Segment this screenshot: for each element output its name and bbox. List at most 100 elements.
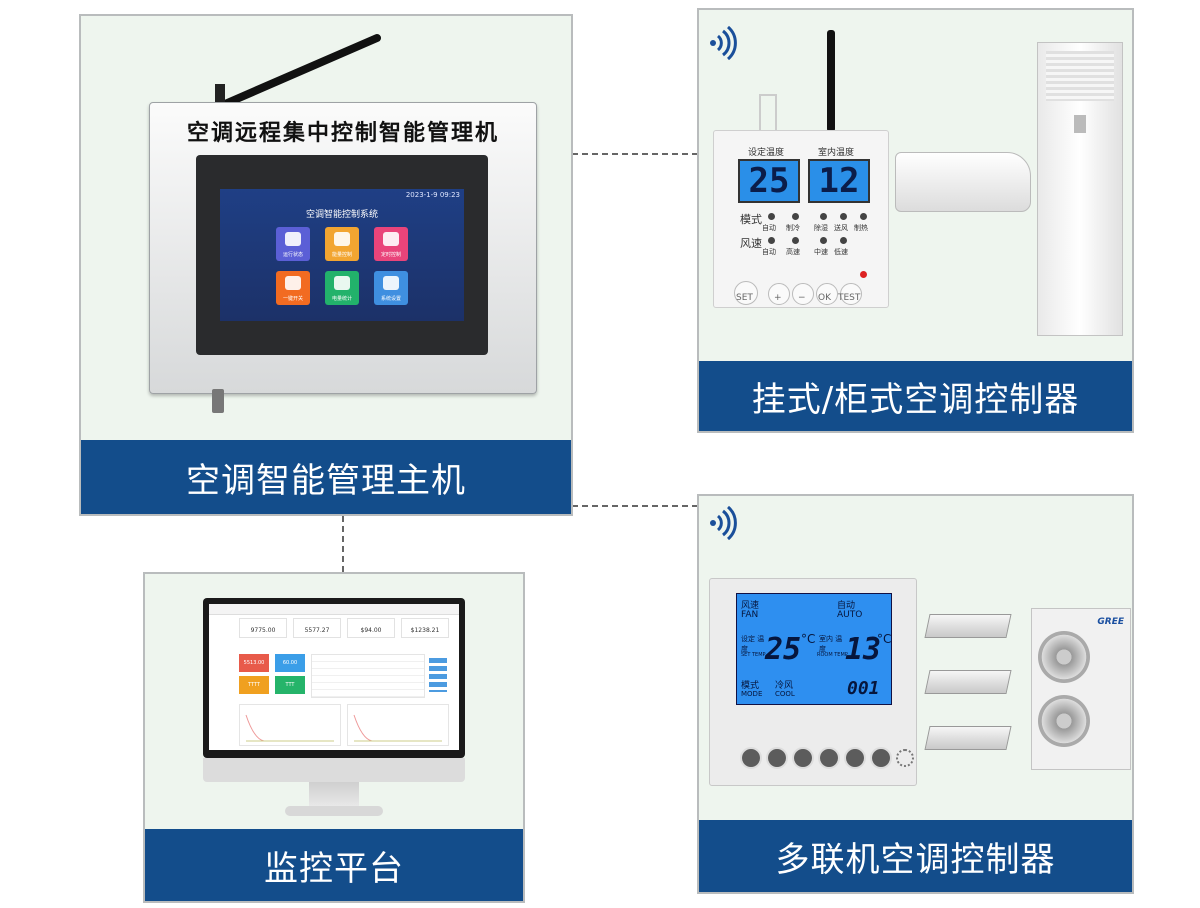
ok-button-label: OK bbox=[818, 293, 831, 303]
test-button-label: TEST bbox=[838, 293, 861, 303]
bar-chart-icon bbox=[334, 276, 350, 290]
room-temp-unit: °C bbox=[877, 632, 892, 646]
plus-button-label: + bbox=[774, 293, 782, 303]
tile-timer[interactable]: 定时控制 bbox=[374, 227, 408, 261]
fan-label-en: FAN bbox=[741, 610, 759, 620]
alarm-clock-icon bbox=[383, 232, 399, 246]
vrf-lcd: 风速 FAN 自动 AUTO 设定 温度 SET TEMP 25 °C 室内 温… bbox=[736, 593, 892, 705]
brand-logo: GREE bbox=[1097, 617, 1124, 627]
host-screen[interactable]: 2023-1-9 09:23 空调智能控制系统 运行状态 能量控制 定时控制 一… bbox=[220, 189, 464, 321]
host-device: 空调远程集中控制智能管理机 2023-1-9 09:23 空调智能控制系统 运行… bbox=[149, 102, 537, 413]
kpi-card: 9775.00 bbox=[239, 618, 287, 638]
monitor-screen[interactable]: 9775.00 5577.27 $94.00 $1238.21 5513.00 … bbox=[209, 604, 459, 750]
connector-host-wall bbox=[572, 153, 698, 155]
set-temp-label: 设定温度 bbox=[748, 148, 785, 158]
up-button[interactable] bbox=[766, 747, 788, 769]
kpi-card: $94.00 bbox=[347, 618, 395, 638]
room-temp-label: 室内温度 bbox=[818, 148, 855, 158]
vrf-controller-card: 风速 FAN 自动 AUTO 设定 温度 SET TEMP 25 °C 室内 温… bbox=[697, 494, 1134, 894]
kpi-card: $1238.21 bbox=[401, 618, 449, 638]
fan-option: 自动 bbox=[762, 248, 776, 256]
plus-button[interactable] bbox=[768, 283, 790, 305]
duct-indoor-unit bbox=[924, 670, 1012, 694]
room-temp-display: 12 bbox=[808, 159, 870, 203]
host-caption: 空调智能管理主机 bbox=[81, 440, 571, 514]
fan-option: 高速 bbox=[786, 248, 800, 256]
mode-option: 送风 bbox=[834, 224, 848, 232]
connector-host-monitor bbox=[342, 516, 344, 572]
status-tile[interactable]: 60.00 bbox=[275, 654, 305, 672]
down-button[interactable] bbox=[740, 747, 762, 769]
trend-line bbox=[353, 714, 442, 742]
vrf-controller-caption: 多联机空调控制器 bbox=[699, 820, 1132, 892]
fan-button[interactable] bbox=[818, 747, 840, 769]
home-icon bbox=[285, 232, 301, 246]
wireless-signal-icon bbox=[710, 506, 737, 540]
status-tile[interactable]: TTT bbox=[275, 676, 305, 694]
set-button[interactable] bbox=[734, 281, 758, 305]
status-tile[interactable]: TTTT bbox=[239, 676, 269, 694]
fan-led bbox=[820, 237, 827, 244]
device-code: 001 bbox=[847, 678, 880, 699]
wall-controller-caption: 挂式/柜式空调控制器 bbox=[699, 361, 1132, 431]
mode-value-cn: 冷风 bbox=[775, 681, 794, 691]
mode-button[interactable] bbox=[844, 747, 866, 769]
duct-indoor-unit bbox=[924, 614, 1012, 638]
mode-value-en: COOL bbox=[775, 690, 795, 698]
mode-led bbox=[792, 213, 799, 220]
mode-led bbox=[860, 213, 867, 220]
ok-button[interactable] bbox=[816, 283, 838, 305]
set-temp-label-en: SET TEMP bbox=[741, 652, 766, 658]
tile-stats[interactable]: 电量统计 bbox=[325, 271, 359, 305]
trend-chart-left bbox=[239, 704, 341, 746]
tile-run-status[interactable]: 运行状态 bbox=[276, 227, 310, 261]
fan-option: 低速 bbox=[834, 248, 848, 256]
mode-led bbox=[840, 213, 847, 220]
mode-led bbox=[768, 213, 775, 220]
monitor-caption: 监控平台 bbox=[145, 829, 523, 901]
tile-settings[interactable]: 系统设置 bbox=[374, 271, 408, 305]
mode-option: 制热 bbox=[854, 224, 868, 232]
split-aircon-unit bbox=[895, 152, 1031, 212]
host-connector-port bbox=[212, 389, 224, 413]
wall-controller-card: 设定温度 室内温度 25 12 模式 自动 制冷 除湿 送风 制热 风速 自动 … bbox=[697, 8, 1134, 433]
platform-nav-bar bbox=[209, 604, 459, 615]
fan-icon bbox=[1038, 695, 1090, 747]
mode-option: 除湿 bbox=[814, 224, 828, 232]
action-buttons[interactable] bbox=[429, 658, 447, 692]
gear-icon bbox=[383, 276, 399, 290]
floor-aircon-display bbox=[1074, 115, 1086, 133]
tile-energy[interactable]: 能量控制 bbox=[325, 227, 359, 261]
minus-button[interactable] bbox=[792, 283, 814, 305]
monitor-stand-base bbox=[285, 806, 383, 816]
set-temp-value: 25 bbox=[765, 632, 802, 667]
minus-button-label: − bbox=[798, 293, 806, 303]
monitor-chin bbox=[203, 758, 465, 782]
vrf-controller: 风速 FAN 自动 AUTO 设定 温度 SET TEMP 25 °C 室内 温… bbox=[709, 578, 917, 786]
antenna-icon bbox=[215, 34, 381, 112]
mode-label: 模式 bbox=[740, 213, 762, 226]
kpi-card: 5577.27 bbox=[293, 618, 341, 638]
status-tile[interactable]: 5513.00 bbox=[239, 654, 269, 672]
mode-option: 制冷 bbox=[786, 224, 800, 232]
fan-label-cn: 风速 bbox=[741, 601, 760, 611]
outdoor-unit: GREE bbox=[1031, 608, 1131, 770]
trend-line bbox=[245, 714, 334, 742]
tile-power[interactable]: 一键开关 bbox=[276, 271, 310, 305]
fan-option: 中速 bbox=[814, 248, 828, 256]
host-bezel: 2023-1-9 09:23 空调智能控制系统 运行状态 能量控制 定时控制 一… bbox=[196, 155, 488, 355]
host-card: 空调远程集中控制智能管理机 2023-1-9 09:23 空调智能控制系统 运行… bbox=[79, 14, 573, 516]
timer-button[interactable] bbox=[870, 747, 892, 769]
controller-antenna bbox=[827, 30, 835, 132]
power-button[interactable] bbox=[792, 747, 814, 769]
wireless-signal-icon bbox=[710, 26, 737, 60]
power-icon bbox=[285, 276, 301, 290]
room-temp-label: 室内 温度 bbox=[819, 635, 843, 653]
fan-led bbox=[768, 237, 775, 244]
fan-led bbox=[792, 237, 799, 244]
aircon-icon bbox=[334, 232, 350, 246]
room-temp-label-en: ROOM TEMP bbox=[817, 652, 848, 658]
screen-datetime: 2023-1-9 09:23 bbox=[405, 191, 460, 199]
duct-indoor-unit bbox=[924, 726, 1012, 750]
test-button[interactable] bbox=[840, 283, 862, 305]
